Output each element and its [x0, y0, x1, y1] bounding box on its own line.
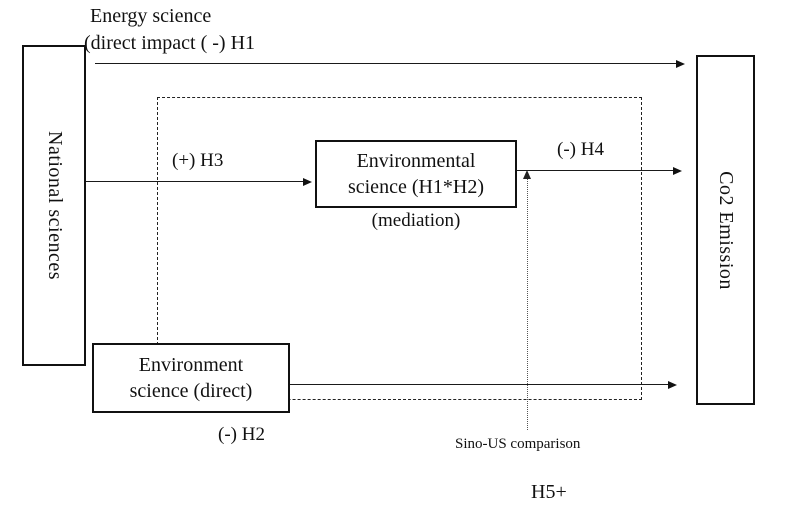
- mediation-caption: (mediation): [371, 210, 461, 231]
- h1-arrowhead-icon: [676, 60, 685, 68]
- h2-label: (-) H2: [218, 424, 265, 445]
- moderation-boundary-dashed-rect: [157, 97, 642, 400]
- h5-label: H5+: [531, 481, 567, 503]
- h1-arrow-line: [95, 63, 677, 64]
- node-environment-science-direct: Environment science (direct): [92, 343, 290, 413]
- h3-arrowhead-icon: [303, 178, 312, 186]
- mediator-label-line2: science (H1*H2): [347, 176, 485, 198]
- moderation-arrowhead-icon: [523, 170, 531, 179]
- h4-arrow-line: [516, 170, 674, 171]
- h3-arrow-line: [86, 181, 304, 182]
- mediator-label-line1: Environmental: [356, 150, 476, 172]
- national-sciences-label: National sciences: [43, 131, 66, 280]
- node-co2-emission: Co2 Emission: [696, 55, 755, 405]
- energy-science-label: Energy science: [90, 5, 212, 27]
- sino-us-comparison-label: Sino-US comparison: [455, 436, 581, 452]
- h4-arrowhead-icon: [673, 167, 682, 175]
- h3-label: (+) H3: [172, 150, 224, 171]
- direct-label-line1: Environment: [138, 354, 244, 376]
- direct-label-line2: science (direct): [129, 380, 253, 402]
- h1-direct-impact-label: (direct impact ( -) H1: [84, 32, 256, 54]
- node-environmental-science-mediator: Environmental science (H1*H2): [315, 140, 517, 208]
- h2-arrowhead-icon: [668, 381, 677, 389]
- h2-arrow-line: [289, 384, 669, 385]
- co2-emission-label: Co2 Emission: [715, 170, 738, 290]
- node-national-sciences: National sciences: [22, 45, 86, 366]
- moderation-arrow-line: [527, 178, 528, 430]
- h4-label: (-) H4: [557, 139, 604, 160]
